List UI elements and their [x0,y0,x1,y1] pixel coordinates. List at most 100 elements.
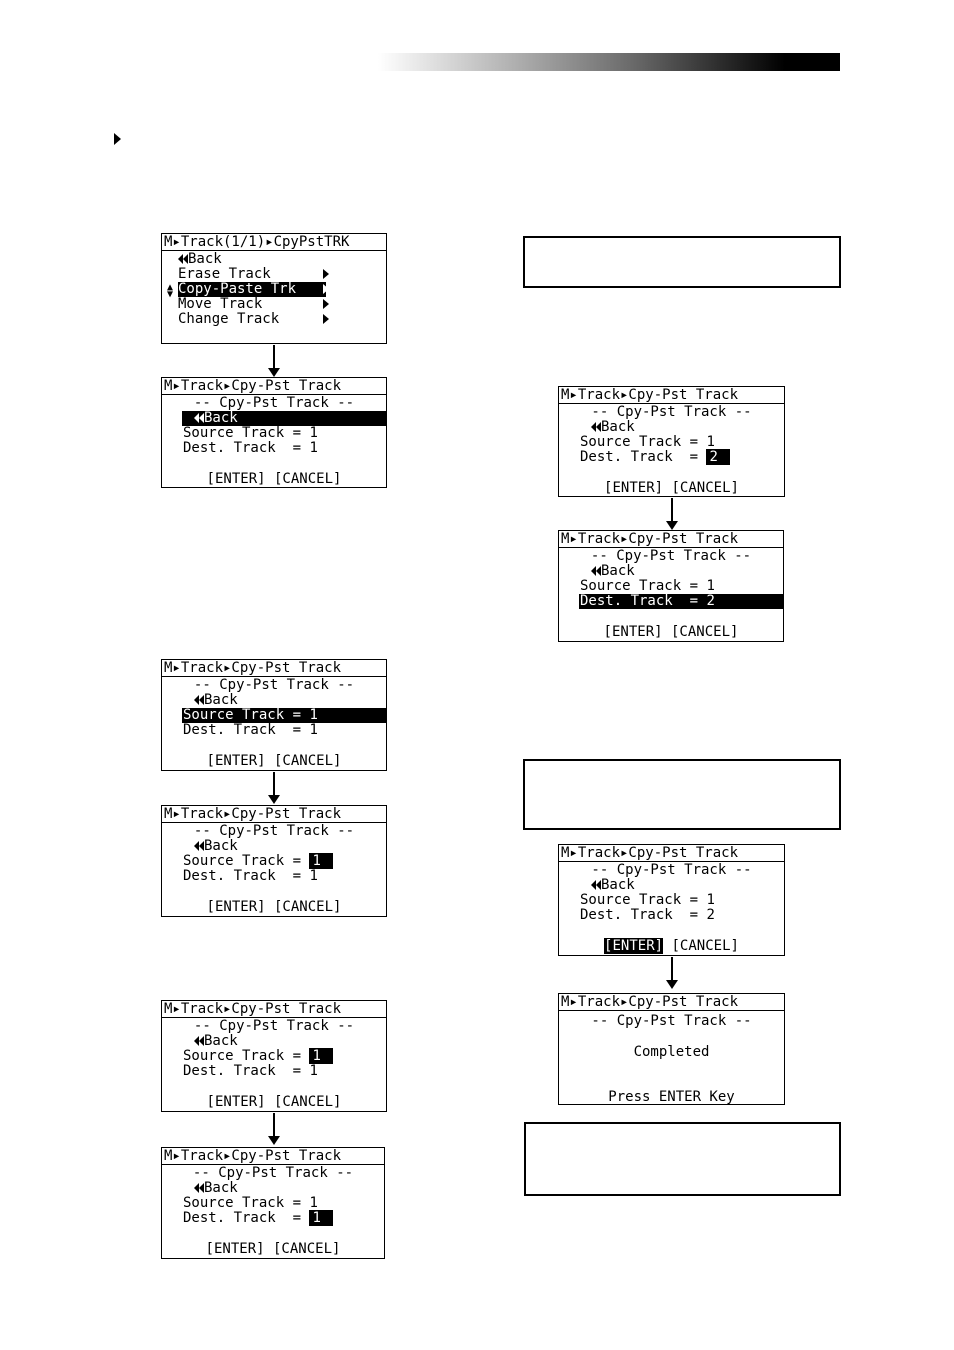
back-label: Back [601,419,635,435]
menu-item-erase-track[interactable]: Erase Track [162,267,386,282]
enter-button[interactable]: [ENTER] [205,1241,265,1257]
down-arrow-icon [268,345,280,377]
dest-track-label: Dest. Track = [183,1063,310,1079]
chevron-right-icon [323,314,329,324]
enter-button[interactable]: [ENTER] [206,1094,266,1110]
enter-button[interactable]: [ENTER] [604,938,664,954]
cancel-button[interactable]: [CANCEL] [671,624,739,640]
lcd-screen-completed: M▸Track▸Cpy-Pst Track -- Cpy-Pst Track -… [558,993,785,1105]
cancel-button[interactable]: [CANCEL] [274,471,342,487]
source-track-row[interactable]: Source Track = 1 [559,435,784,450]
source-track-row[interactable]: Source Track = 1 [559,893,784,908]
back-icon [194,1183,199,1193]
source-track-row[interactable]: Source Track = 1 [162,426,386,441]
down-arrow-icon [666,957,678,989]
dest-track-label: Dest. Track = [580,593,707,609]
cancel-button[interactable]: [CANCEL] [274,753,342,769]
menu-item-label: Copy-Paste Trk [178,281,297,297]
dest-track-row[interactable]: Dest. Track = 2 [559,449,784,465]
lcd-screen-cpy-pst: M▸Track▸Cpy-Pst Track-- Cpy-Pst Track --… [558,530,784,642]
source-track-value[interactable]: 1 [706,578,715,594]
menu-item-copy-paste-trk[interactable]: Copy-Paste Trk [178,281,329,297]
dest-track-row[interactable]: Dest. Track = 1 [162,1210,384,1226]
lcd-title: M▸Track▸Cpy-Pst Track [162,378,386,395]
menu-item-change-track[interactable]: Change Track [162,312,386,327]
dest-track-value[interactable]: 2 [706,449,730,465]
cancel-button[interactable]: [CANCEL] [273,1241,341,1257]
chevron-right-icon [323,284,329,294]
back-icon [199,1036,204,1046]
back-item[interactable]: Back [162,839,386,854]
source-track-row[interactable]: Source Track = 1 [559,579,783,594]
cancel-button[interactable]: [CANCEL] [671,938,739,954]
source-track-row[interactable]: Source Track = 1 [162,853,386,869]
back-icon [199,695,204,705]
enter-cancel-row: [ENTER] [CANCEL] [162,1095,386,1110]
back-item[interactable]: Back [162,1181,384,1196]
cancel-button[interactable]: [CANCEL] [274,899,342,915]
source-track-label: Source Track = [183,425,310,441]
source-track-value[interactable]: 1 [706,434,715,450]
dest-track-value[interactable]: 1 [309,440,318,456]
lcd-title: M▸Track▸Cpy-Pst Track [559,387,784,404]
menu-item-label: Back [188,251,222,267]
back-item[interactable]: Back [559,420,784,435]
completed-text: Completed [633,1044,710,1060]
dest-track-row[interactable]: Dest. Track = 1 [162,1064,386,1079]
enter-cancel-row: [ENTER] [CANCEL] [162,472,386,487]
source-track-row[interactable]: Source Track = 1 [162,1048,386,1064]
press-enter-text: Press ENTER Key [608,1089,735,1105]
note-box [524,1122,841,1196]
back-label: Back [204,410,238,426]
dest-track-value[interactable]: 1 [309,868,318,884]
dest-track-row[interactable]: Dest. Track = 2 [579,594,783,609]
enter-button[interactable]: [ENTER] [603,624,663,640]
source-track-row[interactable]: Source Track = 1 [182,708,386,723]
cancel-button[interactable]: [CANCEL] [274,1094,342,1110]
back-label: Back [204,838,238,854]
source-track-value[interactable]: 1 [309,707,318,723]
dest-track-value[interactable]: 1 [309,722,318,738]
menu-item-label: Move Track [178,296,263,312]
back-item[interactable]: Back [162,693,386,708]
source-track-row[interactable]: Source Track = 1 [162,1196,384,1211]
back-icon [194,1036,199,1046]
source-track-value[interactable]: 1 [309,1048,333,1064]
back-icon [591,880,596,890]
lcd-title: M▸Track▸Cpy-Pst Track [162,806,386,823]
source-track-value[interactable]: 1 [309,1195,318,1211]
menu-item-label: Change Track [178,311,280,327]
note-box [523,236,841,288]
back-item[interactable]: Back [559,564,783,579]
menu-item-move-track[interactable]: Move Track [162,297,386,312]
menu-item-back[interactable]: Back [162,252,386,267]
back-item[interactable]: Back [182,411,386,426]
enter-button[interactable]: [ENTER] [206,899,266,915]
lcd-screen-cpy-pst: M▸Track▸Cpy-Pst Track-- Cpy-Pst Track --… [161,377,387,488]
back-item[interactable]: Back [559,878,784,893]
source-track-label: Source Track = [183,1195,310,1211]
enter-button[interactable]: [ENTER] [206,471,266,487]
lcd-screen-track-menu: M▸Track(1/1)▸CpyPstTRK Back Erase Track … [161,233,387,344]
dest-track-row[interactable]: Dest. Track = 2 [559,908,784,923]
source-track-value[interactable]: 1 [309,425,318,441]
dest-track-row[interactable]: Dest. Track = 1 [162,869,386,884]
source-track-value[interactable]: 1 [706,892,715,908]
source-track-label: Source Track = [183,707,310,723]
enter-button[interactable]: [ENTER] [604,480,664,496]
dest-track-value[interactable]: 1 [309,1210,333,1226]
dest-track-row[interactable]: Dest. Track = 1 [162,723,386,738]
down-arrow-icon [666,498,678,530]
back-item[interactable]: Back [162,1034,386,1049]
dest-track-value[interactable]: 1 [309,1063,318,1079]
dest-track-value[interactable]: 2 [706,907,715,923]
enter-button[interactable]: [ENTER] [206,753,266,769]
lcd-title: M▸Track▸Cpy-Pst Track [559,531,783,548]
dest-track-row[interactable]: Dest. Track = 1 [162,441,386,456]
enter-cancel-row: [ENTER] [CANCEL] [559,938,784,954]
dest-track-label: Dest. Track = [580,449,707,465]
back-icon [596,880,601,890]
cancel-button[interactable]: [CANCEL] [671,480,739,496]
dest-track-value[interactable]: 2 [706,593,715,609]
source-track-value[interactable]: 1 [309,853,333,869]
